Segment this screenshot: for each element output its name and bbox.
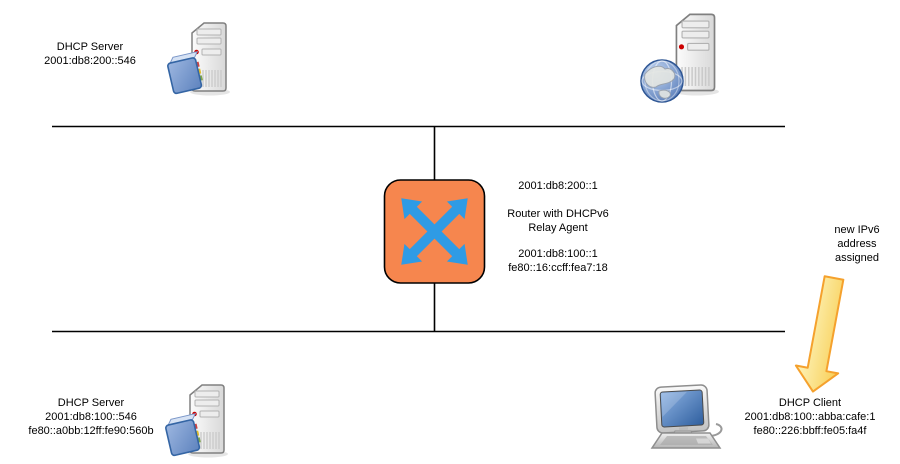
node-address: fe80::a0bb:12ff:fe90:560b	[28, 425, 154, 437]
node-name: DHCP Client	[778, 397, 842, 409]
node-name: DHCP Server	[57, 397, 125, 409]
router-crossed-arrows-icon	[383, 179, 486, 284]
assignment-arrow	[794, 275, 845, 393]
desktop-computer-icon	[650, 384, 723, 449]
dhcp-client-label: DHCP Client 2001:db8:100::abba:cafe:1 fe…	[726, 396, 894, 438]
router-interface-top: 2001:db8:200::1	[518, 180, 598, 192]
node-address: 2001:db8:200::546	[44, 55, 136, 67]
router-title: Relay Agent	[528, 222, 588, 234]
router-label: 2001:db8:200::1 Router with DHCPv6 Relay…	[492, 179, 624, 275]
annotation-text: new IPv6 address assigned	[818, 223, 896, 265]
router-arrow-diagonal	[401, 198, 468, 265]
annotation-line: new IPv6	[834, 224, 880, 236]
server-with-globe-icon	[640, 13, 720, 103]
dhcp-server-top-left-label: DHCP Server 2001:db8:200::546	[10, 40, 170, 68]
router-interface-bottom: fe80::16:ccff:fea7:18	[508, 262, 608, 274]
router-title: Router with DHCPv6	[507, 208, 609, 220]
globe-icon	[640, 59, 684, 103]
annotation-line: address	[837, 238, 877, 250]
node-address: 2001:db8:100::546	[45, 411, 137, 423]
router-interface-bottom: 2001:db8:100::1	[518, 248, 598, 260]
node-name: DHCP Server	[56, 41, 124, 53]
dhcp-server-bottom-left-label: DHCP Server 2001:db8:100::546 fe80::a0bb…	[5, 396, 177, 438]
annotation-line: assigned	[834, 252, 880, 264]
node-address: fe80::226:bbff:fe05:fa4f	[753, 425, 867, 437]
server-with-book-icon	[166, 23, 230, 96]
node-address: 2001:db8:100::abba:cafe:1	[744, 411, 876, 423]
